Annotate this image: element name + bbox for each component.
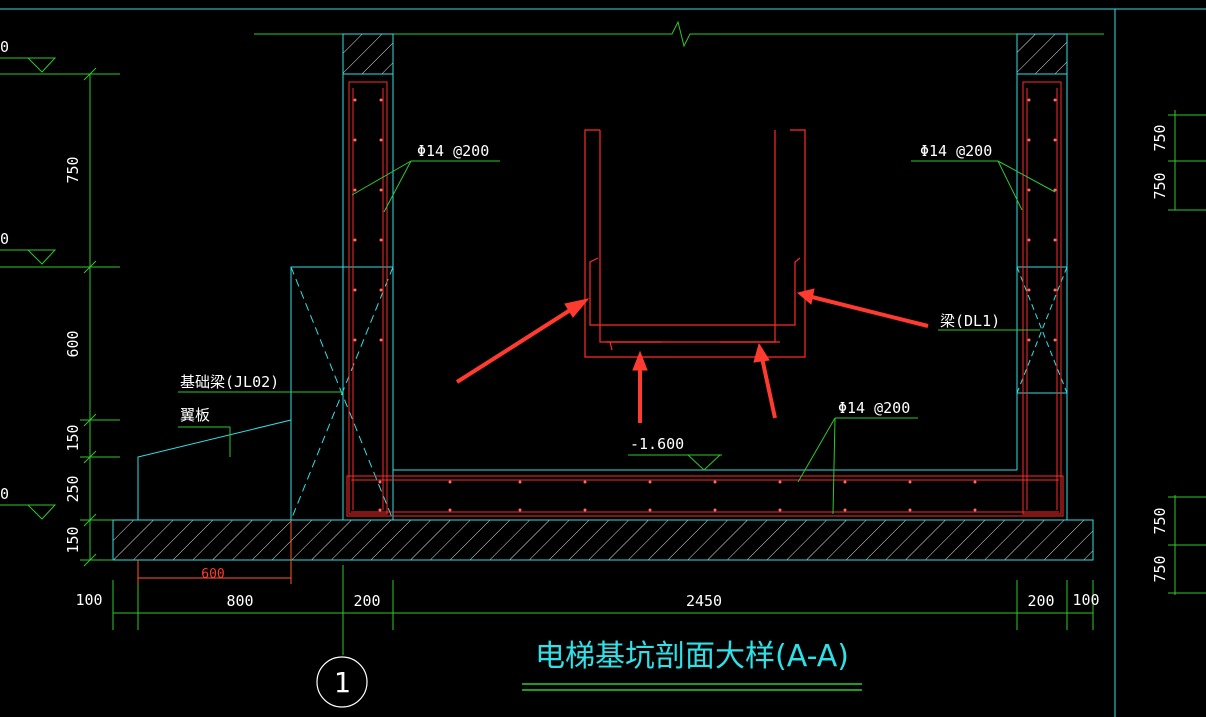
dim-left-600: 600 xyxy=(64,330,82,357)
base-slab xyxy=(112,519,1094,561)
top-break-line xyxy=(254,20,1104,48)
rebar-dots xyxy=(353,98,1057,512)
u-rebar-detail xyxy=(584,129,806,358)
drawing-title: 电梯基坑剖面大样(A-A) xyxy=(535,639,849,674)
leader-lines xyxy=(178,160,1056,515)
callout-arrows xyxy=(455,288,929,423)
dim-left-150b: 150 xyxy=(64,526,82,553)
elevation-marker xyxy=(628,454,722,471)
bottom-dimension-chain xyxy=(112,565,1094,655)
beam-jl02-label: 基础梁(JL02) xyxy=(180,373,279,391)
dim-right-750d: 750 xyxy=(1151,555,1169,582)
dim-bottom-2450: 2450 xyxy=(686,592,722,610)
elevation-label: -1.600 xyxy=(630,435,684,453)
wing-dimension xyxy=(137,520,292,584)
elev-left-c: 0 xyxy=(0,485,9,503)
dim-bottom-100a: 100 xyxy=(75,591,102,609)
dim-bottom-100b: 100 xyxy=(1072,591,1099,609)
rebar-floor-slab xyxy=(346,475,1064,517)
left-dimension-chain xyxy=(0,57,120,567)
dim-left-150a: 150 xyxy=(64,424,82,451)
wing-plate xyxy=(137,419,292,520)
rebar-right-wall xyxy=(1022,81,1062,515)
elev-left-b: 0 xyxy=(0,230,9,248)
dim-bottom-200b: 200 xyxy=(1027,592,1054,610)
dim-bottom-200a: 200 xyxy=(353,592,380,610)
title-underline xyxy=(522,683,862,691)
dim-right-750a: 750 xyxy=(1151,124,1169,151)
axis-number: 1 xyxy=(334,666,351,699)
rebar-label-left: Φ14 @200 xyxy=(417,142,489,160)
elev-left-a: 0 xyxy=(0,38,9,56)
dim-right-750c: 750 xyxy=(1151,507,1169,534)
frame-lines xyxy=(0,8,1206,717)
dim-bottom-800: 800 xyxy=(226,592,253,610)
rebar-label-right: Φ14 @200 xyxy=(920,142,992,160)
foundation-beam-jl02 xyxy=(290,266,394,521)
dim-wing-600: 600 xyxy=(201,567,224,582)
left-wall xyxy=(342,33,394,520)
wing-plate-label: 翼板 xyxy=(180,406,210,424)
axis-bubble xyxy=(316,656,368,708)
dim-left-750: 750 xyxy=(64,156,82,183)
dim-left-250: 250 xyxy=(64,475,82,502)
beam-dl1-label: 梁(DL1) xyxy=(940,312,1000,330)
rebar-left-wall xyxy=(348,81,388,515)
rebar-label-bottom: Φ14 @200 xyxy=(838,399,910,417)
right-dimension-chain xyxy=(1168,110,1206,595)
right-wall xyxy=(1016,33,1068,520)
dim-right-750b: 750 xyxy=(1151,172,1169,199)
